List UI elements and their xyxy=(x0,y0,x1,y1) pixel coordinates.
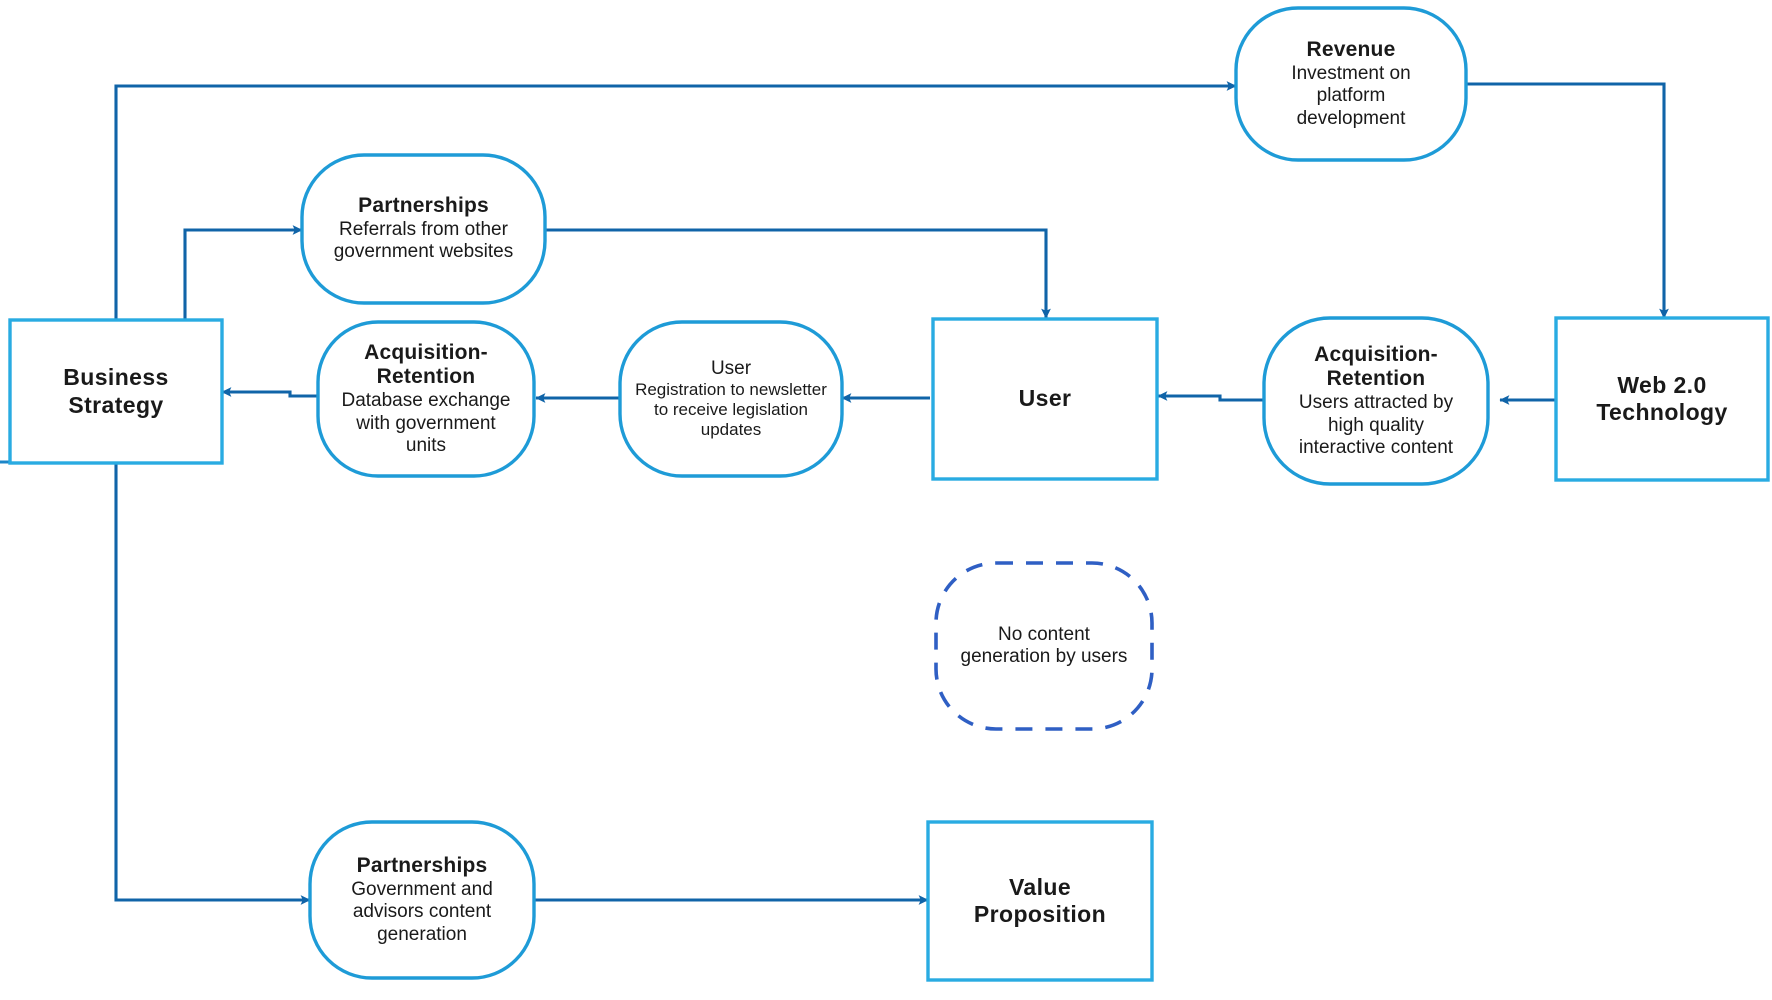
node-value-proposition[interactable] xyxy=(926,820,1154,982)
node-user-registration[interactable] xyxy=(618,320,844,478)
edge-business-strategy-to-revenue xyxy=(114,81,1237,320)
edge-revenue-to-web-technology xyxy=(1465,82,1669,319)
edge-partnerships-referrals-to-user xyxy=(545,228,1051,319)
node-user[interactable] xyxy=(931,317,1159,481)
node-no-content-generation[interactable] xyxy=(934,561,1154,731)
node-partnerships-content[interactable] xyxy=(308,820,536,980)
edge-acquisition-content-to-user xyxy=(1157,391,1264,402)
node-business-strategy[interactable] xyxy=(8,318,224,465)
edge-business-strategy-to-partnerships-content xyxy=(114,462,311,905)
node-partnerships-referrals[interactable] xyxy=(300,153,547,305)
node-acquisition-retention-content[interactable] xyxy=(1262,316,1490,486)
node-acquisition-retention-database[interactable] xyxy=(316,320,536,478)
edge-acquisition-database-to-business-strategy xyxy=(221,387,318,398)
node-web-technology[interactable] xyxy=(1554,316,1770,482)
node-revenue[interactable] xyxy=(1234,6,1468,162)
